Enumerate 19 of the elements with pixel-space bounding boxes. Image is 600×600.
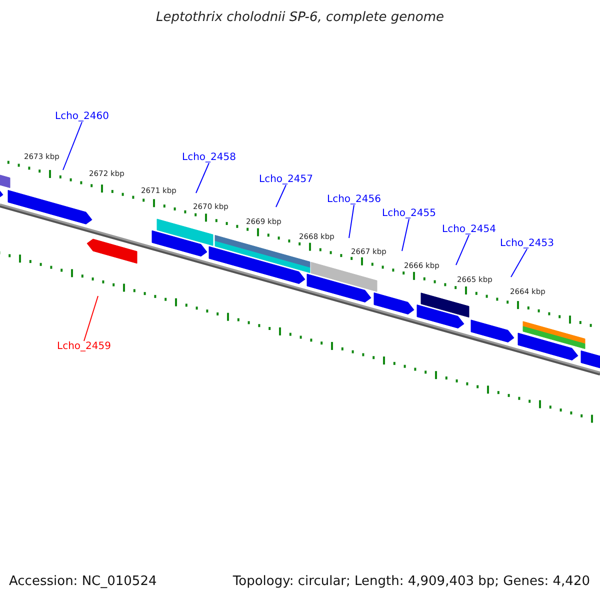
gene-label: Lcho_2458: [182, 152, 236, 163]
leader-line: [456, 234, 470, 266]
gene-label: Lcho_2455: [382, 208, 436, 219]
genome-info-text: Topology: circular; Length: 4,909,403 bp; Genes: 4,420: [232, 574, 590, 589]
leader-line: [402, 218, 410, 252]
leader-line: [84, 296, 98, 342]
gene-label: Lcho_2460: [55, 111, 109, 122]
gene-label: Lcho_2459: [57, 341, 111, 352]
gene-label: Lcho_2453: [500, 238, 554, 249]
leader-line: [196, 162, 210, 194]
leader-line: [510, 248, 528, 278]
chart-title: Leptothrix cholodnii SP-6, complete genome: [155, 10, 445, 25]
leader-line: [348, 204, 354, 238]
gene-label: Lcho_2456: [327, 194, 381, 205]
accession-text: Accession: NC_010524: [9, 574, 157, 589]
gene-label: Lcho_2457: [259, 174, 313, 185]
gene-label: Lcho_2454: [442, 224, 496, 235]
leader-line: [62, 122, 82, 170]
leader-line: [276, 184, 286, 208]
